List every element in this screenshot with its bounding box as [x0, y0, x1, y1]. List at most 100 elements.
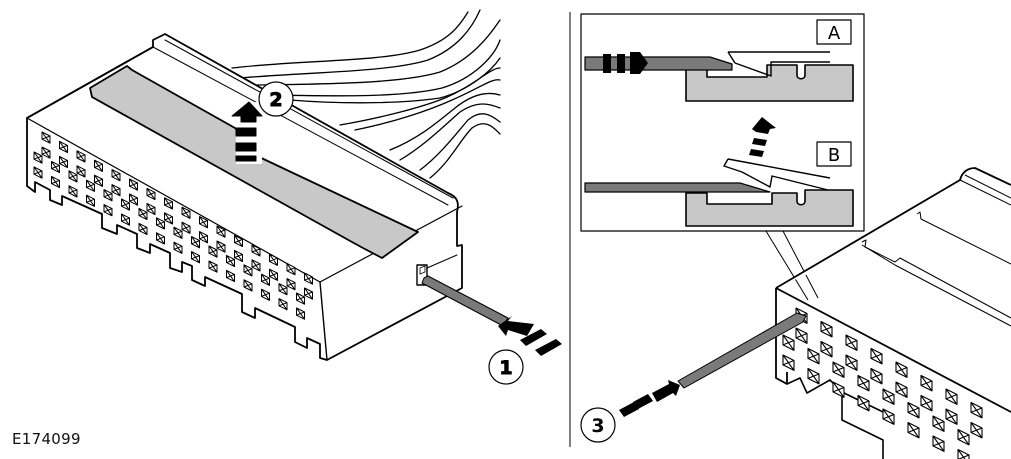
arrow-b-icon	[749, 117, 776, 157]
terminal-cavity	[181, 206, 191, 219]
terminal-cavity	[920, 374, 933, 392]
arrow-a-icon	[603, 52, 648, 74]
terminal-cavity	[103, 204, 113, 217]
terminal-cavity	[782, 354, 795, 371]
terminal-cavity	[269, 253, 278, 266]
terminal-cavity	[882, 388, 895, 405]
terminal-cavity	[795, 327, 808, 344]
callout-2-number: 2	[269, 89, 282, 111]
terminal-cavity	[111, 184, 121, 197]
terminal-cavity	[845, 354, 858, 371]
terminal-cavity	[156, 232, 165, 245]
terminal-cavity	[857, 374, 870, 392]
terminal-cavity	[146, 187, 156, 201]
terminal-cavity	[41, 131, 51, 144]
callout-2: 2	[258, 81, 294, 117]
terminal-cavity	[932, 435, 945, 452]
terminal-cavity	[907, 421, 920, 439]
terminal-cavity	[94, 174, 103, 187]
left-connector-view: 2 1	[26, 9, 562, 385]
terminal-cavity	[907, 401, 920, 419]
side-release-slot	[416, 254, 458, 286]
terminal-cavity	[882, 408, 895, 425]
terminal-cavity	[261, 288, 270, 301]
terminal-cavity	[129, 178, 138, 191]
terminal-cavity	[164, 197, 173, 210]
terminal-cavity	[970, 401, 983, 419]
terminal-cavity	[957, 428, 970, 446]
terminal-cavity	[216, 225, 226, 238]
terminal-cavity	[156, 217, 165, 230]
terminal-cavity	[870, 347, 883, 365]
terminal-cavity	[970, 421, 983, 439]
terminal-cavity	[76, 165, 86, 178]
terminal-cavity	[208, 245, 218, 258]
callout-3-number: 3	[591, 415, 604, 437]
detail-panel-a: A	[584, 19, 854, 102]
terminal-cavity	[296, 292, 305, 305]
callout-3: 3	[580, 407, 616, 443]
terminal-cavity	[68, 170, 78, 183]
terminal-cavity	[243, 279, 253, 292]
terminal-cavity	[103, 189, 113, 202]
terminal-cavity	[111, 169, 121, 182]
terminal-cavity	[807, 367, 820, 385]
terminal-cavity	[191, 251, 200, 264]
terminal-cavity	[304, 272, 313, 285]
terminal-cavity	[261, 273, 270, 286]
terminal-cavity	[234, 249, 243, 263]
terminal-cavity	[138, 222, 148, 236]
panel-a-label: A	[828, 23, 841, 44]
terminal-cavity	[86, 194, 95, 207]
terminal-cavity	[33, 166, 43, 179]
terminal-cavity	[208, 260, 218, 273]
callout-1-number: 1	[499, 357, 512, 379]
wire-harness	[231, 9, 501, 179]
terminal-cavity	[932, 415, 945, 432]
terminal-cavity	[41, 146, 51, 159]
terminal-cavity-grid-detail	[782, 307, 983, 459]
terminal-cavity	[832, 361, 845, 378]
terminal-cavity	[76, 150, 86, 163]
terminal-cavity	[226, 269, 235, 283]
terminal-cavity	[94, 159, 103, 172]
terminal-cavity	[251, 259, 261, 272]
terminal-cavity	[173, 241, 183, 254]
terminal-cavity	[782, 334, 795, 351]
terminal-cavity-grid	[33, 131, 313, 320]
terminal-cavity	[146, 202, 156, 216]
terminal-cavity	[278, 298, 288, 311]
terminal-cavity	[286, 278, 296, 291]
terminal-cavity	[895, 361, 908, 378]
terminal-cavity	[234, 234, 243, 248]
panel-b-label: B	[828, 145, 840, 166]
arrow-1-icon	[498, 316, 562, 356]
terminal-cavity	[216, 240, 226, 253]
terminal-cavity	[199, 216, 208, 229]
arrow-2-icon	[231, 101, 263, 164]
terminal-cavity	[51, 160, 60, 174]
terminal-cavity	[820, 320, 833, 338]
terminal-cavity	[243, 264, 253, 277]
terminal-cavity	[68, 185, 78, 198]
terminal-cavity	[957, 448, 970, 459]
detail-inset: A B	[580, 13, 865, 301]
terminal-cavity	[945, 388, 958, 405]
terminal-cavity	[845, 334, 858, 351]
terminal-cavity	[832, 381, 845, 398]
terminal-cavity	[269, 268, 278, 281]
arrow-3-icon	[619, 380, 680, 417]
terminal-cavity	[121, 198, 130, 211]
terminal-cavity	[181, 221, 191, 234]
terminal-cavity	[164, 212, 173, 225]
terminal-cavity	[226, 254, 235, 268]
terminal-cavity	[59, 140, 68, 154]
terminal-cavity	[920, 394, 933, 412]
right-connector-view: 3	[580, 167, 1011, 459]
terminal-cavity	[191, 236, 200, 249]
terminal-cavity	[870, 367, 883, 385]
terminal-cavity	[59, 155, 68, 169]
figure-id-label: E174099	[12, 430, 81, 448]
terminal-cavity	[296, 307, 305, 320]
